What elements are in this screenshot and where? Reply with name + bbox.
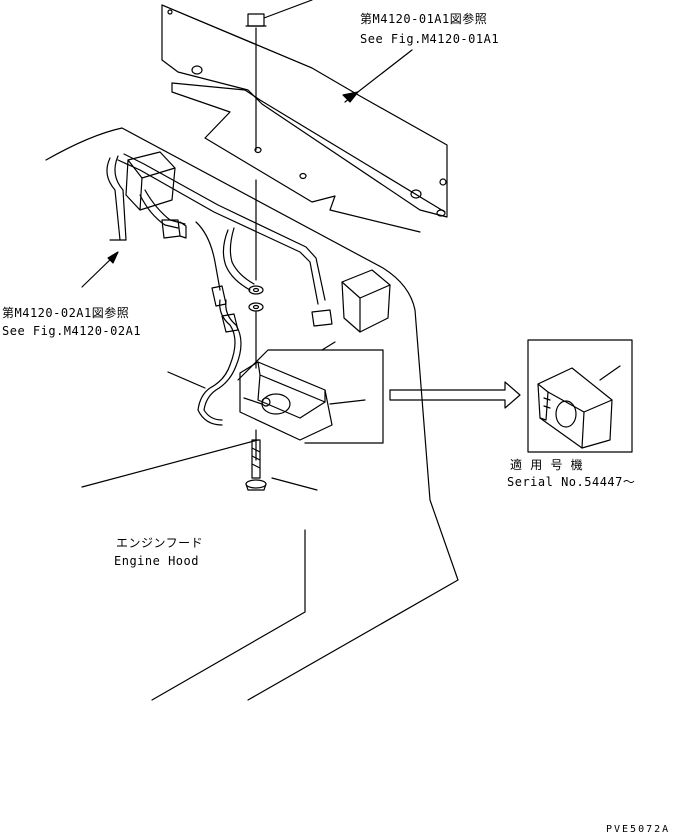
engine-hood-outline [45, 127, 459, 701]
engine-hood-label-en: Engine Hood [114, 554, 199, 568]
harness-connectors [161, 219, 333, 333]
engine-hood-label-jp: エンジンフード [116, 536, 204, 550]
main-lamp-assembly [237, 341, 384, 444]
callout-top-right-en: See Fig.M4120-01A1 [360, 32, 500, 46]
callout-top-right-jp: 第M4120-01A1図参照 [360, 12, 488, 26]
bolt [245, 439, 267, 491]
detail-arrow [389, 381, 521, 409]
mounting-bracket [161, 4, 448, 233]
top-nut [245, 0, 313, 27]
leader-lines [81, 49, 413, 288]
serial-label-en: Serial No.54447～ [507, 475, 636, 489]
drawing-code: PVE5072A [606, 824, 671, 835]
callout-left-jp: 第M4120-02A1図参照 [2, 306, 130, 320]
left-lamp [125, 151, 176, 211]
detail-view-box [527, 339, 633, 453]
callout-left-en: See Fig.M4120-02A1 [2, 324, 142, 338]
washers [248, 285, 264, 312]
right-lamp [341, 269, 391, 333]
serial-label-jp: 適 用 号 機 [510, 458, 584, 472]
wiring-harness [106, 153, 326, 426]
